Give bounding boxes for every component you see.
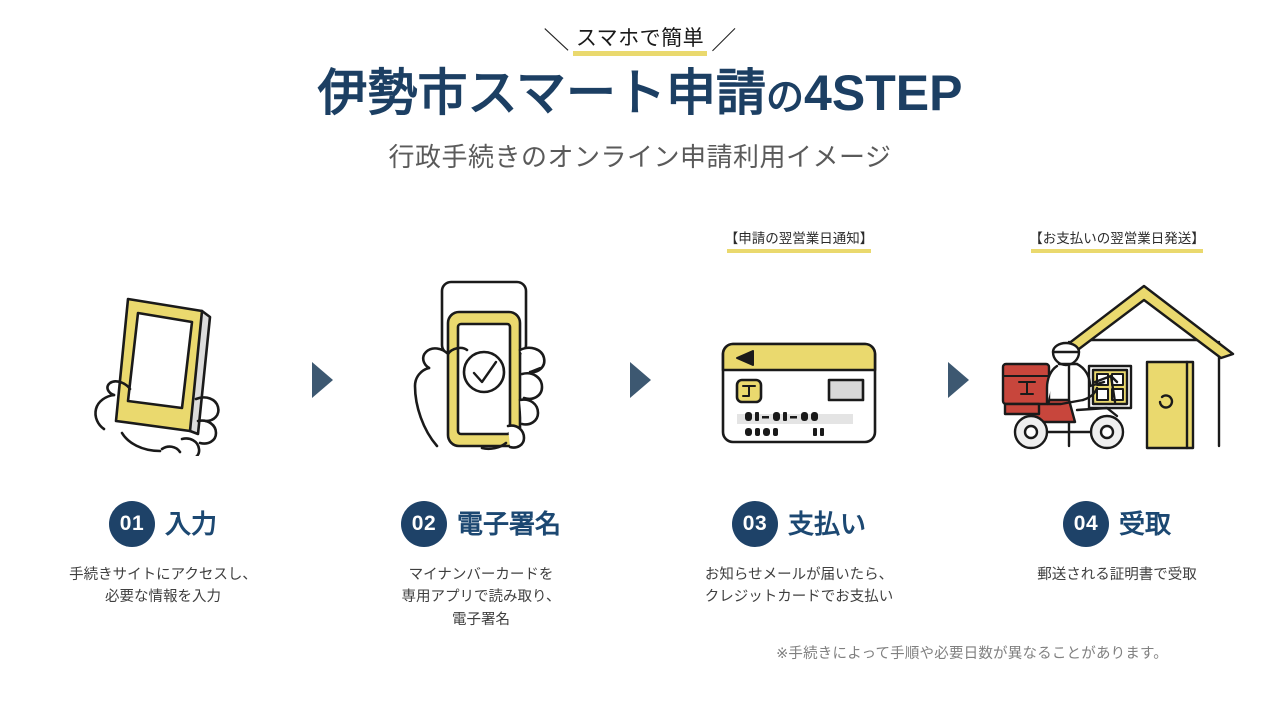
step-03: 【申請の翌営業日通知】: [668, 231, 930, 609]
step-01-description: 手続きサイトにアクセスし、 必要な情報を入力: [69, 567, 257, 606]
phone-in-hand-icon: [94, 297, 220, 456]
step-02-illustration: [350, 266, 612, 456]
arrow-2-to-3: [612, 232, 668, 398]
step-01-label: 入力: [164, 509, 217, 539]
chevron-right-icon: [311, 362, 333, 398]
footnote: ※手続きによって手順や必要日数が異なることがあります。: [776, 646, 1168, 662]
page-title: 伊勢市スマート申請の4STEP: [0, 64, 1280, 123]
slash-right-decoration: ／: [711, 27, 737, 55]
step-04-note-slot: 【お支払いの翌営業日発送】: [986, 231, 1248, 266]
mail-delivery-house-icon: [1001, 284, 1235, 450]
step-03-description: お知らせメールが届いたら、 クレジットカードでお支払い: [704, 567, 894, 606]
step-03-illustration: [668, 266, 930, 456]
eyebrow-label: スマホで簡単: [572, 27, 708, 56]
step-02-label: 電子署名: [456, 509, 561, 539]
step-03-note-underline: [726, 248, 872, 253]
step-02-description: マイナンバーカードを 専用アプリで読み取り、 電子署名: [401, 567, 561, 628]
step-03-note-slot: 【申請の翌営業日通知】: [668, 231, 930, 266]
step-02-number-badge: 02: [400, 501, 447, 547]
step-04-note-underline: [1031, 248, 1203, 253]
step-04-header: 04 受取: [1062, 500, 1171, 548]
step-04-label: 受取: [1118, 509, 1171, 539]
page-title-main: 伊勢市スマート申請: [317, 65, 767, 121]
eyebrow-underline-highlight: [572, 50, 708, 56]
step-03-header: 03 支払い: [731, 500, 866, 548]
step-01-header: 01 入力: [108, 500, 217, 548]
page-title-particle: の: [766, 77, 805, 119]
step-04-number-badge: 04: [1062, 501, 1109, 547]
step-02: 02 電子署名 マイナンバーカードを 専用アプリで読み取り、 電子署名: [350, 232, 612, 631]
steps-flow: 01 入力 手続きサイトにアクセスし、 必要な情報を入力: [0, 231, 1280, 652]
eyebrow-text: スマホで簡単: [575, 27, 705, 51]
chevron-right-icon: [629, 362, 651, 398]
page-title-tail: 4STEP: [804, 65, 963, 121]
page-subtitle: 行政手続きのオンライン申請利用イメージ: [388, 142, 892, 172]
step-04-illustration: [986, 266, 1248, 456]
step-04-note: 【お支払いの翌営業日発送】: [1027, 231, 1207, 253]
step-03-note: 【申請の翌営業日通知】: [723, 231, 876, 253]
step-03-number-badge: 03: [731, 501, 778, 547]
credit-card-icon: [721, 342, 877, 444]
slash-left-decoration: ＼: [543, 27, 570, 55]
step-03-label: 支払い: [787, 509, 866, 539]
step-04-description: 郵送される証明書で受取: [1037, 567, 1197, 583]
step-01-number-badge: 01: [108, 501, 155, 547]
page-header: ＼ スマホで簡単 ／ 伊勢市スマート申請の4STEP 行政手続きのオンライン申請…: [0, 0, 1280, 174]
step-02-note-slot: [350, 232, 612, 266]
step-01-note-slot: [32, 232, 294, 266]
step-04-note-text: 【お支払いの翌営業日発送】: [1029, 231, 1205, 246]
step-01: 01 入力 手続きサイトにアクセスし、 必要な情報を入力: [32, 232, 294, 609]
step-02-header: 02 電子署名: [400, 500, 561, 548]
step-03-note-text: 【申請の翌営業日通知】: [724, 231, 874, 246]
arrow-3-to-4: [930, 232, 986, 398]
chevron-right-icon: [947, 362, 969, 398]
eyebrow-banner: ＼ スマホで簡単 ／: [0, 24, 1280, 58]
phone-card-check-icon: [413, 280, 546, 451]
step-01-illustration: [32, 266, 294, 456]
arrow-1-to-2: [294, 232, 350, 398]
step-04: 【お支払いの翌営業日発送】: [986, 231, 1248, 586]
